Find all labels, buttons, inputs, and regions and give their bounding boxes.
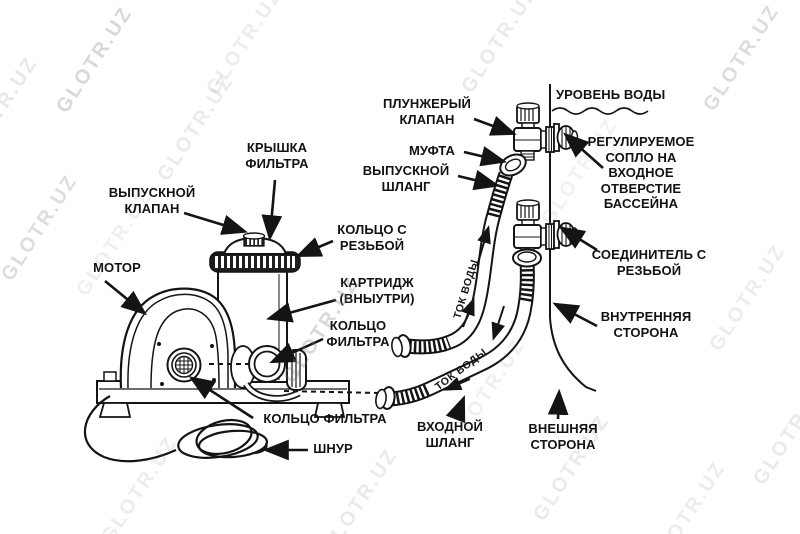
inlet-valve (513, 199, 579, 258)
arrow-plunger-valve (473, 116, 517, 136)
label-filter-ring-upper: КОЛЬЦО ФИЛЬТРА (326, 318, 390, 349)
label-outlet-valve: ВЫПУСКНОЙ КЛАПАН (108, 185, 196, 216)
arrow-threaded-connector (558, 226, 598, 252)
label-inlet-hose: ВХОДНОЙ ШЛАНГ (417, 419, 483, 450)
arrow-outer-side (547, 388, 569, 420)
dashed-connection-lines (209, 363, 380, 394)
arrow-filter-ring-upper (269, 337, 324, 364)
label-filter-cover: КРЫШКА ФИЛЬТРА (245, 140, 309, 171)
lower-coupling-ring (512, 248, 542, 268)
inlet-hose (375, 261, 535, 410)
label-inner-side: ВНУТРЕННЯЯ СТОРОНА (600, 309, 692, 340)
arrow-outlet-valve (183, 211, 248, 235)
arrow-inlet-hose (445, 395, 466, 424)
label-outer-side: ВНЕШНЯЯ СТОРОНА (528, 421, 598, 452)
label-threaded-connector: СОЕДИНИТЕЛЬ С РЕЗЬБОЙ (591, 247, 707, 278)
water-level-wave (551, 107, 649, 115)
arrow-cartridge (265, 298, 337, 323)
label-motor: МОТОР (93, 260, 141, 275)
label-threaded-ring: КОЛЬЦО С РЕЗЬБОЙ (337, 222, 407, 253)
front-port-filter-ring (166, 347, 202, 383)
arrow-filter-ring-lower (188, 376, 254, 420)
flow-arrows (443, 225, 505, 391)
arrow-filter-cover (261, 179, 283, 242)
arrow-outlet-hose (457, 169, 501, 191)
label-cartridge: КАРТРИДЖ (ВНЫУТРИ) (339, 275, 415, 306)
label-arrows (104, 116, 604, 461)
arrow-inner-side (552, 302, 598, 328)
label-water-level: УРОВЕНЬ ВОДЫ (556, 87, 666, 102)
label-filter-ring-lower: КОЛЬЦО ФИЛЬТРА (263, 411, 387, 426)
arrow-coupling (463, 146, 508, 167)
label-adjustable-nozzle: РЕГУЛИРУЕМОЕ СОПЛО НА ВХОДНОЕ ОТВЕРСТИЕ … (587, 134, 695, 211)
label-plunger-valve: ПЛУНЖЕРЫЙ КЛАПАН (382, 96, 472, 127)
pool-wall (549, 84, 649, 392)
outlet-valve-knob (242, 232, 266, 247)
arrow-motor (104, 279, 148, 316)
label-cord: ШНУР (313, 441, 353, 456)
arrow-nozzle (563, 132, 604, 169)
outlet-hose (391, 171, 514, 358)
arrow-threaded-ring (295, 237, 334, 258)
label-outlet-hose: ВЫПУСКНОЙ ШЛАНГ (362, 163, 450, 194)
label-coupling: МУФТА (408, 143, 456, 158)
